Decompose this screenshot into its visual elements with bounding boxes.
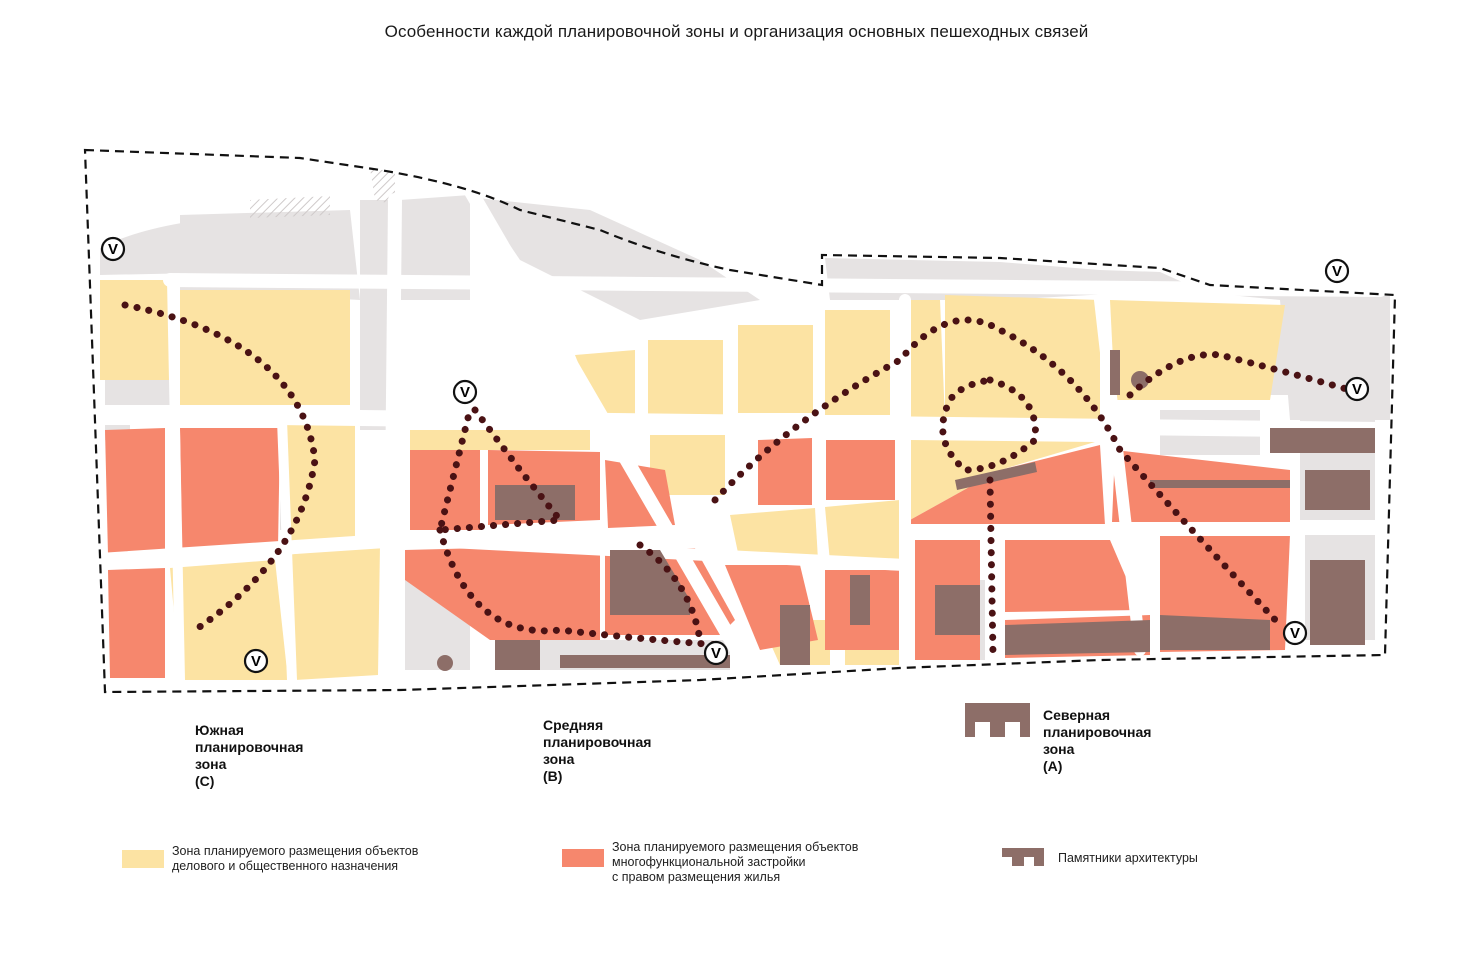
svg-text:V: V	[251, 653, 261, 670]
business-zone-blocks	[100, 280, 1285, 680]
planning-area-boundary	[83, 148, 1397, 694]
legend-swatch-mixed-use	[562, 849, 604, 867]
pedestrian-routes	[121, 301, 1354, 659]
architectural-monuments	[437, 350, 1375, 671]
hatched-areas	[250, 168, 395, 218]
legend-monument: Памятники архитектуры	[1058, 851, 1198, 865]
svg-text:V: V	[711, 645, 721, 662]
legend-swatch-monument	[1002, 848, 1044, 866]
legend-swatch-business	[122, 850, 164, 868]
map-title: Особенности каждой планировочной зоны и …	[384, 22, 1089, 41]
svg-text:V: V	[460, 384, 470, 401]
svg-text:V: V	[108, 241, 118, 258]
metro-station-icon: V V V V V V V	[100, 236, 1370, 674]
svg-text:V: V	[1290, 625, 1300, 642]
svg-text:V: V	[1352, 381, 1362, 398]
monument-symbol	[965, 703, 1030, 737]
svg-text:V: V	[1332, 263, 1342, 280]
